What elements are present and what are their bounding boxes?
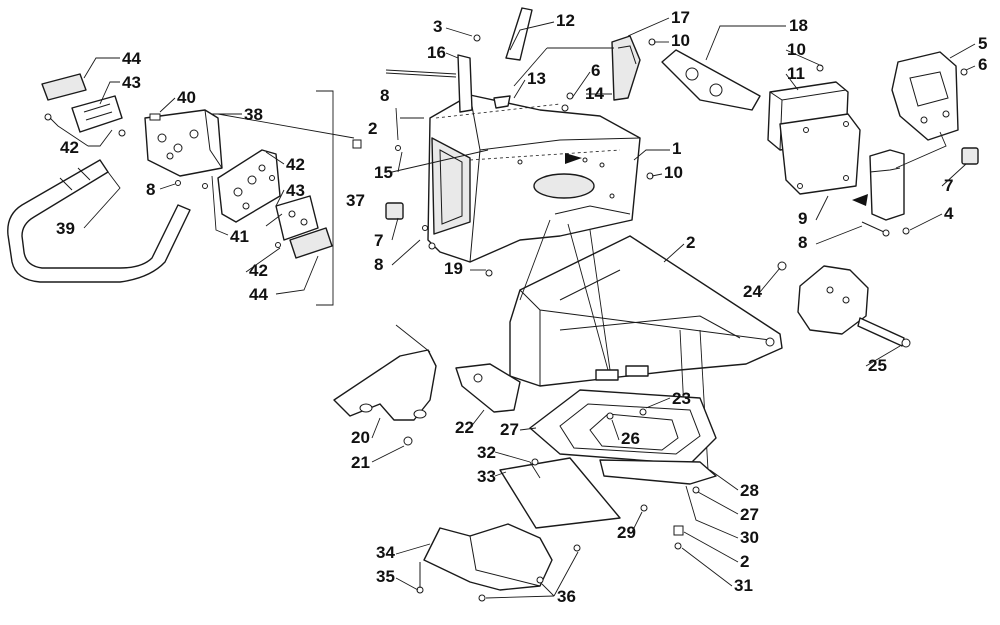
callout-10-mid: 10 bbox=[664, 163, 683, 182]
callout-43-bottom: 43 bbox=[286, 181, 305, 200]
callout-29: 29 bbox=[617, 523, 636, 542]
callout-34: 34 bbox=[376, 543, 395, 562]
callout-42-left: 42 bbox=[60, 138, 79, 157]
callout-33: 33 bbox=[477, 467, 496, 486]
callout-3: 3 bbox=[433, 17, 442, 36]
callout-28: 28 bbox=[740, 481, 759, 500]
direction-arrow-right bbox=[852, 194, 868, 206]
console-piece-17 bbox=[611, 35, 641, 101]
callout-labels: 44 43 40 38 42 8 39 41 42 43 37 42 44 3 … bbox=[56, 8, 987, 606]
callout-18: 18 bbox=[789, 16, 808, 35]
callout-36: 36 bbox=[557, 587, 576, 606]
bumper-mount-plate-right bbox=[217, 149, 281, 223]
bulkhead-post bbox=[457, 54, 473, 113]
callout-40: 40 bbox=[177, 88, 196, 107]
callout-6-right: 6 bbox=[978, 55, 987, 74]
mount-bracket-5 bbox=[891, 51, 959, 141]
light-bracket-top bbox=[71, 95, 123, 133]
direction-arrow bbox=[565, 153, 582, 164]
callout-2-mid: 2 bbox=[686, 233, 695, 252]
callout-27-left: 27 bbox=[500, 420, 519, 439]
callout-8-bulkhead: 8 bbox=[380, 86, 389, 105]
frame-bracket-24 bbox=[797, 265, 869, 335]
callout-10-top: 10 bbox=[671, 31, 690, 50]
shield-13 bbox=[493, 95, 511, 109]
callout-20: 20 bbox=[351, 428, 370, 447]
rubber-bumper-7-left bbox=[385, 202, 404, 220]
callout-25: 25 bbox=[868, 356, 887, 375]
reflector-bottom bbox=[289, 227, 333, 259]
callout-15: 15 bbox=[374, 163, 393, 182]
pedal-bracket bbox=[505, 7, 533, 61]
callout-9: 9 bbox=[798, 209, 807, 228]
callout-42-mid: 42 bbox=[286, 155, 305, 174]
callout-11: 11 bbox=[787, 64, 805, 83]
callout-30: 30 bbox=[740, 528, 759, 547]
callout-23: 23 bbox=[672, 389, 691, 408]
mount-plate-small bbox=[869, 149, 905, 221]
callout-2-bottom: 2 bbox=[740, 552, 749, 571]
frame-bracket-22 bbox=[455, 363, 521, 413]
callout-4: 4 bbox=[944, 204, 954, 223]
callout-44-bottom: 44 bbox=[249, 285, 268, 304]
control-cover-9 bbox=[779, 113, 861, 195]
frame-group bbox=[333, 219, 783, 602]
callout-41: 41 bbox=[230, 227, 249, 246]
callout-10-right: 10 bbox=[787, 40, 806, 59]
skid-plate-33 bbox=[499, 457, 621, 529]
bracket-plate-18 bbox=[661, 49, 761, 111]
reflector-top bbox=[41, 73, 87, 101]
steering-bracket-20 bbox=[333, 349, 437, 421]
callout-17: 17 bbox=[671, 8, 690, 27]
callout-24: 24 bbox=[743, 282, 762, 301]
callout-12: 12 bbox=[556, 11, 575, 30]
callout-2-left: 2 bbox=[368, 119, 377, 138]
skid-panel-30 bbox=[599, 459, 717, 485]
callout-35: 35 bbox=[376, 567, 395, 586]
callout-39: 39 bbox=[56, 219, 75, 238]
callout-27-right: 27 bbox=[740, 505, 759, 524]
callout-42-bottom: 42 bbox=[249, 261, 268, 280]
callout-6-mid: 6 bbox=[591, 61, 600, 80]
bulkhead-group bbox=[352, 7, 761, 277]
leader-lines bbox=[49, 17, 976, 599]
callout-7-right: 7 bbox=[944, 176, 953, 195]
callout-7-left: 7 bbox=[374, 231, 383, 250]
lower-guard-34 bbox=[423, 523, 553, 591]
callout-37: 37 bbox=[346, 191, 365, 210]
rubber-bumper-7-right bbox=[961, 147, 979, 165]
callout-32: 32 bbox=[477, 443, 496, 462]
callout-21: 21 bbox=[351, 453, 370, 472]
callout-1: 1 bbox=[672, 139, 681, 158]
bumper-tube bbox=[7, 159, 191, 283]
callout-8-right: 8 bbox=[798, 233, 807, 252]
callout-14: 14 bbox=[585, 84, 604, 103]
bumper-group bbox=[7, 73, 334, 306]
controller-group bbox=[767, 51, 979, 348]
callout-22: 22 bbox=[455, 418, 474, 437]
callout-19: 19 bbox=[444, 259, 463, 278]
callout-5: 5 bbox=[978, 34, 987, 53]
main-frame bbox=[509, 235, 783, 387]
callout-16: 16 bbox=[427, 43, 446, 62]
callout-31: 31 bbox=[734, 576, 753, 595]
callout-8-lower: 8 bbox=[374, 255, 383, 274]
callout-44-top: 44 bbox=[122, 49, 141, 68]
bulkhead-oval bbox=[533, 173, 595, 199]
callout-13: 13 bbox=[527, 69, 546, 88]
callout-43-top: 43 bbox=[122, 73, 141, 92]
callout-8-left: 8 bbox=[146, 180, 155, 199]
light-bracket-bottom bbox=[275, 195, 319, 241]
callout-26: 26 bbox=[621, 429, 640, 448]
